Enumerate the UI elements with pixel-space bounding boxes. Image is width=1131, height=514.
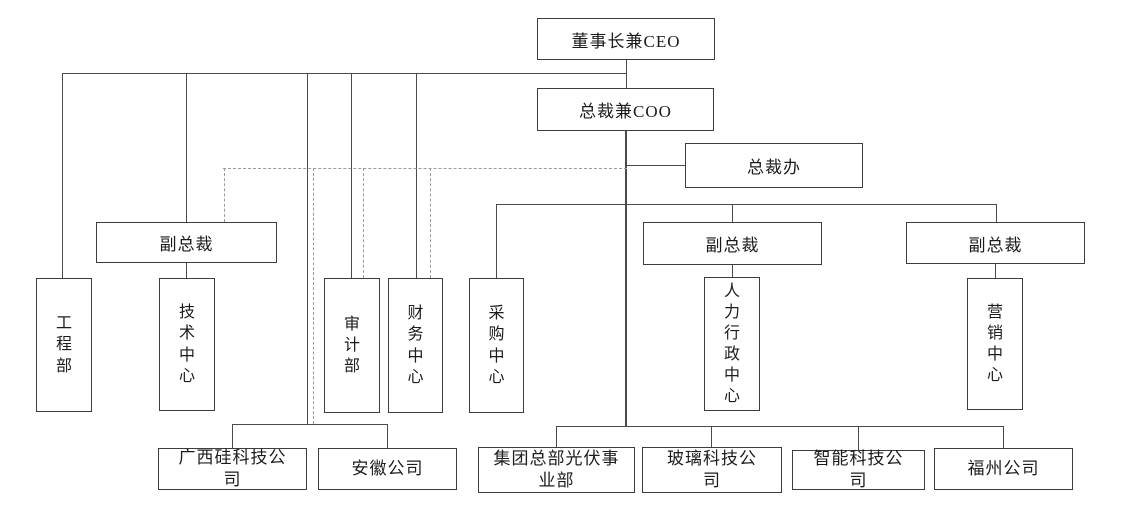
node-procurement-center-label: 采购中心: [488, 305, 505, 386]
node-vp-left: 副总裁: [96, 222, 277, 263]
node-group-hq-pv-div: 集团总部光伏事 业部: [478, 447, 635, 493]
node-guangxi-silicon-co-label: 广西硅科技公 司: [178, 447, 287, 489]
connector-vp-mid-to-hr: [732, 265, 733, 277]
node-hr-admin-center: 人力行政中心: [704, 277, 760, 411]
node-procurement-center: 采购中心: [469, 278, 524, 413]
node-anhui-co-label: 安徽公司: [351, 458, 424, 478]
node-fuzhou-co: 福州公司: [934, 448, 1073, 490]
connector-to-vp-mid: [732, 204, 733, 222]
node-finance-center-label: 财务中心: [407, 305, 424, 386]
node-marketing-center: 营销中心: [967, 278, 1023, 410]
connector-left-subsidiary-trunk: [307, 73, 308, 424]
connector-to-fuzhou: [1003, 426, 1004, 448]
dashed-connector-office-horizontal: [223, 168, 627, 169]
dashed-connector-office-to-left-subsidiaries: [313, 168, 314, 424]
connector-vp-left-to-tech-center: [186, 263, 187, 278]
connector-to-vp-right: [996, 204, 997, 222]
connector-to-vp-left: [186, 73, 187, 222]
connector-to-audit: [351, 73, 352, 278]
dashed-connector-office-to-finance: [430, 168, 431, 278]
node-president-office: 总裁办: [685, 143, 863, 188]
node-glass-tech-co: 玻璃科技公 司: [642, 447, 782, 493]
connector-tier1-horizontal: [62, 73, 626, 74]
node-group-hq-pv-div-label: 集团总部光伏事 业部: [493, 448, 620, 490]
node-vp-mid-label: 副总裁: [705, 236, 760, 255]
node-vp-right-label: 副总裁: [968, 235, 1023, 255]
connector-to-smart: [858, 426, 859, 450]
connector-to-president-office: [626, 165, 685, 166]
node-coo-label: 总裁兼COO: [579, 102, 672, 121]
connector-to-procurement: [496, 204, 497, 278]
node-engineering-dept-label: 工程部: [55, 315, 72, 375]
node-tech-center-label: 技术中心: [178, 304, 195, 385]
connector-to-glass: [711, 426, 712, 447]
node-vp-left-label: 副总裁: [159, 235, 214, 254]
node-marketing-center-label: 营销中心: [986, 303, 1003, 385]
connector-vp-right-to-marketing: [995, 264, 996, 278]
node-ceo: 董事长兼CEO: [537, 18, 715, 60]
node-tech-center: 技术中心: [159, 278, 215, 411]
dashed-connector-office-to-audit: [363, 168, 364, 278]
connector-to-finance: [416, 73, 417, 278]
node-engineering-dept: 工程部: [36, 278, 92, 412]
node-coo: 总裁兼COO: [537, 88, 714, 131]
connector-to-group-pv: [556, 426, 557, 447]
node-glass-tech-co-label: 玻璃科技公 司: [667, 448, 757, 490]
node-finance-center: 财务中心: [388, 278, 443, 413]
connector-to-guangxi: [232, 424, 233, 448]
connector-to-engineering: [62, 73, 63, 278]
node-guangxi-silicon-co: 广西硅科技公 司: [158, 448, 307, 490]
node-ceo-label: 董事长兼CEO: [571, 31, 681, 51]
connector-to-anhui: [387, 424, 388, 448]
node-president-office-label: 总裁办: [747, 158, 801, 177]
connector-main-trunk: [625, 130, 627, 426]
node-vp-mid: 副总裁: [643, 222, 822, 265]
node-hr-admin-center-label: 人力行政中心: [723, 282, 740, 406]
connector-left-subsidiary-horizontal: [232, 424, 387, 425]
dashed-connector-office-to-vp-left: [224, 168, 225, 222]
connector-tier2-horizontal: [496, 204, 996, 205]
node-audit-dept-label: 审计部: [343, 315, 360, 376]
node-anhui-co: 安徽公司: [318, 448, 457, 490]
node-smart-tech-co: 智能科技公 司: [792, 448, 925, 490]
node-fuzhou-co-label: 福州公司: [967, 458, 1040, 478]
connector-ceo-coo: [626, 60, 627, 88]
node-smart-tech-co-label: 智能科技公 司: [813, 448, 904, 490]
node-vp-right: 副总裁: [906, 222, 1085, 264]
connector-right-subsidiary-horizontal: [556, 426, 1003, 427]
node-audit-dept: 审计部: [324, 278, 380, 413]
